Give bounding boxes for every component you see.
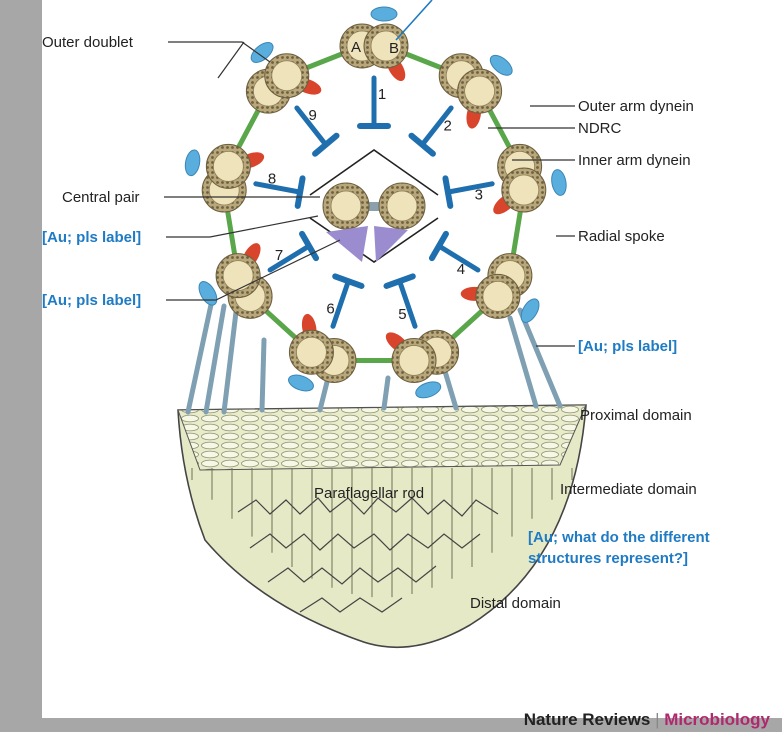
paraflagellar-rod-label: Paraflagellar rod — [314, 485, 424, 502]
outer-doublet-label: Outer doublet — [42, 34, 134, 51]
radial-spoke-stalk — [330, 278, 351, 329]
intermediate-domain-label: Intermediate domain — [560, 481, 697, 498]
radial-spoke-head — [408, 132, 436, 157]
credit-separator: | — [655, 710, 660, 729]
doublet-number: 7 — [275, 247, 283, 264]
doublet-number: 1 — [378, 86, 386, 103]
radial-spoke-stalk — [397, 278, 418, 329]
outer-arm-dynein — [520, 298, 540, 323]
tubule-a-label: A — [351, 39, 361, 56]
central-apparatus — [309, 149, 439, 263]
ndrc-label: NDRC — [578, 120, 621, 137]
radial-spoke-stalk — [294, 105, 329, 148]
outer-doublets — [201, 23, 547, 383]
central-sheath-lower — [309, 217, 439, 263]
radial-spoke-head — [299, 230, 320, 262]
radial-spoke-head — [383, 273, 416, 289]
distal-zigzag-2 — [249, 533, 481, 551]
radial-spoke-label: Radial spoke — [578, 228, 665, 245]
doublet-number: 4 — [457, 261, 465, 278]
radial-spoke-stalk — [445, 181, 495, 195]
rod-columns — [191, 468, 573, 598]
radial-spoke-stalk — [267, 243, 312, 273]
query-line-1: [Au; what do the different — [528, 529, 710, 546]
central-projection-right — [374, 226, 408, 262]
central-tubule-c2-lumen — [386, 190, 418, 222]
outer-arm-dynein — [551, 169, 567, 196]
central-bridge — [346, 202, 402, 211]
radial-spoke-stalk — [253, 181, 303, 195]
doublet-number: 5 — [398, 306, 406, 323]
outer-arm-dynein — [184, 149, 201, 177]
central-pair-label: Central pair — [62, 189, 140, 206]
tubule-b-lumen — [212, 150, 244, 182]
journal-credit: Nature Reviews | Microbiology — [524, 710, 770, 730]
outer-arm-dynein-label: Outer arm dynein — [578, 98, 694, 115]
central-projection-left — [326, 226, 368, 262]
tubule-b-lumen — [222, 260, 254, 292]
outer-arm-dynein — [370, 6, 398, 22]
journal-name: Nature Reviews — [523, 710, 651, 729]
tubule-b-lumen — [296, 336, 327, 368]
central-sheath-upper — [309, 149, 439, 196]
tubule-b-lumen — [271, 60, 303, 92]
pfr-connectors — [185, 297, 563, 415]
doublet-number: 3 — [475, 186, 483, 203]
distal-zigzag-3 — [267, 565, 437, 585]
placeholder-label-left-2: [Au; pls label] — [42, 292, 141, 309]
tubule-b-lumen — [398, 345, 430, 376]
tubule-b-lumen — [508, 174, 540, 206]
placeholder-label-left-1: [Au; pls label] — [42, 229, 141, 246]
distal-zigzag-1 — [237, 497, 499, 517]
outer-arm-dynein — [198, 281, 218, 306]
outer-arm-dynein — [288, 374, 314, 392]
doublet-number: 6 — [326, 301, 334, 318]
distal-zigzag-4 — [299, 597, 403, 613]
outer-arm-dynein — [415, 381, 442, 399]
radial-spoke-head — [428, 230, 449, 262]
tubule-b-lumen — [482, 280, 514, 312]
doublet-number: 8 — [268, 171, 276, 188]
tubule-b-lumen — [464, 75, 496, 107]
doublet-number: 9 — [308, 107, 316, 124]
rod-top-face — [177, 404, 587, 471]
top-pointer-line — [395, 0, 433, 41]
radial-spoke-head — [312, 132, 340, 157]
radial-spoke-head — [294, 175, 306, 209]
axoneme: 1 2 3 4 5 6 7 8 9 — [184, 6, 567, 399]
query-line-2: structures represent?] — [528, 550, 688, 567]
radial-spoke-head — [332, 273, 365, 289]
doublet-numbers: 1 2 3 4 5 6 7 8 9 — [268, 86, 483, 323]
radial-spoke-stalk — [436, 243, 481, 273]
outer-arm-dynein — [250, 42, 274, 63]
placeholder-label-right: [Au; pls label] — [578, 338, 677, 355]
paraflagellar-rod — [177, 404, 587, 649]
radial-spoke-head — [442, 175, 454, 209]
outer-arm-dynein — [489, 54, 513, 76]
inner-arm-dynein-label: Inner arm dynein — [578, 152, 691, 169]
distal-domain-label: Distal domain — [470, 595, 561, 612]
tubule-b-label: B — [389, 40, 399, 57]
proximal-domain-label: Proximal domain — [580, 407, 692, 424]
doublet-number: 2 — [443, 117, 451, 134]
leader-lines — [164, 41, 575, 347]
central-tubule-c1-lumen — [330, 190, 362, 222]
tubule-b-lumen — [370, 30, 402, 62]
journal-section: Microbiology — [664, 710, 770, 729]
radial-spoke-stalk — [419, 105, 454, 148]
